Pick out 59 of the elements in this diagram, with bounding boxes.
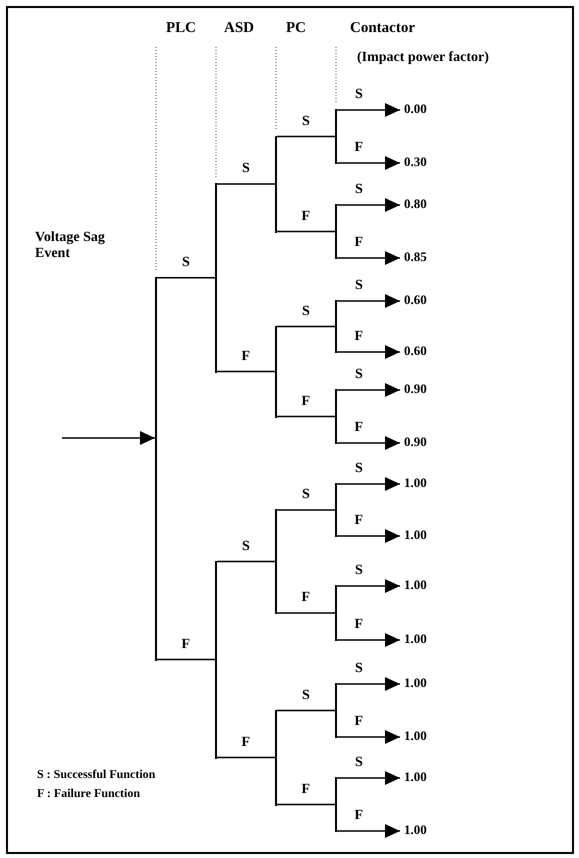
key-note: F : Failure Function: [37, 787, 140, 801]
branch-line: [277, 509, 335, 511]
arrow: [337, 251, 400, 265]
branch-line: [277, 230, 335, 232]
edge-label: S: [301, 688, 311, 702]
arrow: [337, 529, 400, 543]
edge-label: S: [301, 114, 311, 128]
branch-line: [217, 370, 275, 372]
column-subheading: (Impact power factor): [357, 50, 489, 66]
outcome-value: 1.00: [404, 578, 427, 593]
arrow: [337, 345, 400, 359]
branch-line: [157, 277, 215, 278]
outcome-value: 0.00: [404, 102, 427, 117]
arrow: [337, 633, 400, 647]
edge-label: S: [241, 540, 251, 554]
outcome-value: 1.00: [404, 729, 427, 744]
column-heading: Contactor: [350, 20, 415, 38]
initiating-event-label: Voltage Sag Event: [35, 230, 106, 262]
branch-line: [277, 804, 335, 806]
branch-line: [217, 756, 275, 758]
outcome-value: 0.90: [404, 382, 427, 397]
branch-line: [217, 183, 275, 185]
branch-line: [277, 416, 335, 418]
outcome-value: 0.80: [404, 197, 427, 212]
column-heading: ASD: [224, 20, 254, 38]
column-heading: PC: [286, 20, 306, 38]
branch-line: [277, 710, 335, 712]
arrow: [337, 294, 400, 308]
arrow: [337, 730, 400, 744]
key-note: S : Successful Function: [37, 768, 156, 782]
outcome-value: 0.30: [404, 155, 427, 170]
branch-line: [157, 658, 215, 660]
arrow: [337, 771, 400, 785]
arrow: [337, 824, 400, 838]
outcome-value: 0.60: [404, 344, 427, 359]
column-heading: PLC: [166, 20, 196, 38]
arrow: [337, 103, 400, 117]
outcome-value: 1.00: [404, 770, 427, 785]
outcome-value: 1.00: [404, 632, 427, 647]
outcome-value: 0.90: [404, 435, 427, 450]
outcome-value: 1.00: [404, 476, 427, 491]
outcome-value: 1.00: [404, 823, 427, 838]
branch-line: [277, 136, 335, 138]
arrow: [62, 431, 155, 445]
arrow: [337, 198, 400, 212]
branch-line: [277, 326, 335, 328]
outcome-value: 0.60: [404, 293, 427, 308]
edge-label: S: [301, 304, 311, 318]
branch-line: [277, 612, 335, 614]
outcome-value: 1.00: [404, 676, 427, 691]
arrow: [337, 477, 400, 491]
arrow: [337, 383, 400, 397]
arrow: [337, 677, 400, 691]
outcome-value: 0.85: [404, 250, 427, 265]
arrow: [337, 436, 400, 450]
arrow: [337, 156, 400, 170]
arrow: [337, 579, 400, 593]
branch-line: [217, 560, 275, 562]
outcome-value: 1.00: [404, 528, 427, 543]
